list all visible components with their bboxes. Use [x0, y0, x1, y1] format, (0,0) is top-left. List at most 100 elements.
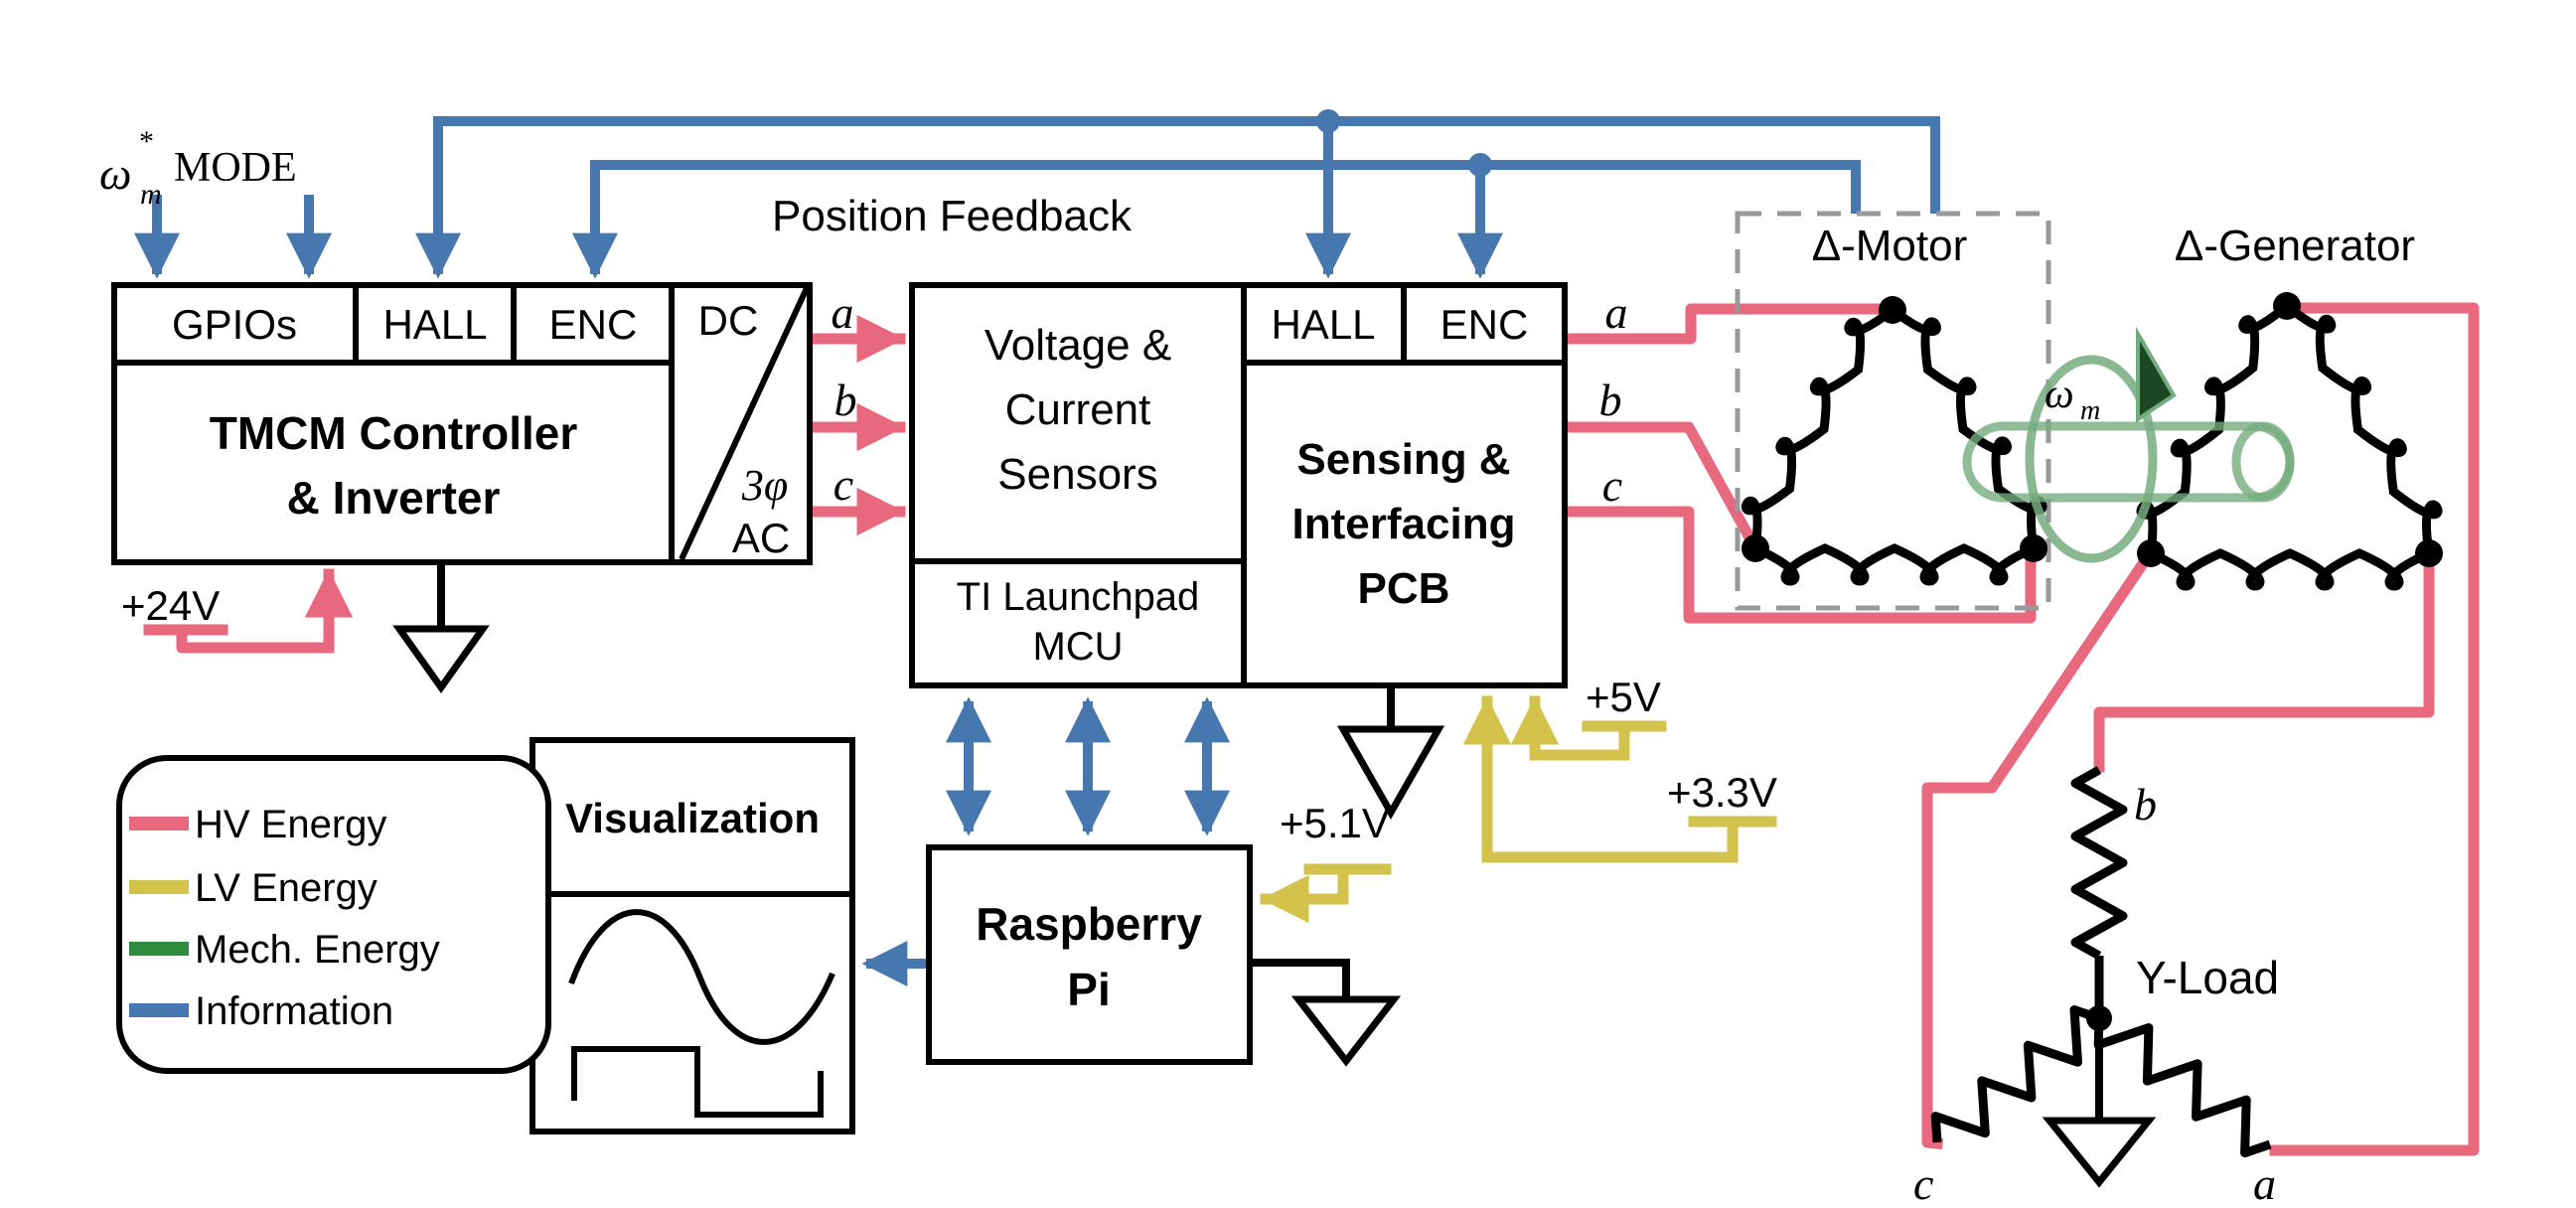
supply-3v3 [1487, 701, 1777, 863]
speed-ref-sub: m [140, 178, 162, 211]
gen-b-wire [2093, 552, 2435, 773]
viz-title: Visualization [565, 795, 820, 841]
viz-waveforms [568, 909, 835, 1118]
legend: HV Energy LV Energy Mech. Energy Informa… [116, 755, 551, 1074]
yload-term-a: a [2253, 1158, 2276, 1208]
viz-block [530, 737, 855, 1134]
gen-coil-bottom [2146, 548, 2434, 591]
delta-motor-coils [1741, 305, 2047, 586]
feedback-line-enc [572, 160, 1861, 279]
speed-ref-label: ω [99, 148, 131, 199]
feedback-line-hall [415, 116, 1940, 279]
phase-b-to-motor [1559, 421, 1763, 556]
legend-label-mech: Mech. Energy [195, 928, 440, 972]
pcb-ground-triangle [1336, 725, 1445, 821]
shaft-omega-sub: m [2080, 395, 2100, 426]
phase-b-right-label: b [1599, 375, 1622, 425]
conv-dc-label: DC [698, 297, 759, 344]
pcb-line-1: Sensing & [1296, 435, 1510, 484]
pcb-line-2: Interfacing [1292, 500, 1516, 548]
machine-terminal-dots [1742, 292, 2443, 567]
tmcm-title-1: TMCM Controller [210, 407, 578, 459]
middle-block [909, 282, 1568, 688]
mode-label: MODE [174, 145, 297, 191]
motor-enclosure-dashed-box [1735, 211, 2051, 611]
gen-c-wire [1921, 548, 2156, 1150]
motor-coil-left [1741, 305, 1897, 553]
tmcm-ground [392, 562, 490, 694]
tmcm-block [111, 282, 813, 565]
supply-5v1 [1266, 869, 1392, 899]
feedback-junction-dots [1316, 109, 1492, 177]
supply-3v3-label: +3.3V [1667, 769, 1777, 816]
supply-5v1-label: +5.1V [1280, 800, 1390, 846]
resistor-c [1930, 1005, 2101, 1143]
blocks [111, 282, 1568, 1134]
motor-coil-bottom [1750, 543, 2039, 586]
yload-ground-triangle [2042, 1117, 2157, 1188]
tmcm-port-enc: ENC [549, 301, 638, 348]
rpi-ground-triangle [1290, 995, 1402, 1067]
rotation-arrowhead [2136, 326, 2177, 423]
supply-24v-label: +24V [121, 582, 220, 629]
phase-a-right-label: a [1605, 287, 1628, 338]
junction-dot-enc [1468, 153, 1492, 177]
shaft-end-cap [2231, 421, 2295, 503]
pcb-port-enc: ENC [1440, 301, 1529, 348]
rpi-line-2: Pi [1067, 964, 1110, 1015]
tmcm-port-hall: HALL [382, 301, 487, 348]
rpi-line-1: Raspberry [976, 898, 1202, 950]
yload-label: Y-Load [2136, 952, 2279, 1003]
resistor-a [2093, 1017, 2272, 1158]
sensors-line-1: Voltage & [985, 321, 1171, 370]
legend-swatch-info [129, 1003, 189, 1017]
pcb-line-3: PCB [1358, 564, 1450, 613]
resistor-b [2070, 766, 2128, 960]
legend-label-lv: LV Energy [195, 866, 378, 910]
gen-a-wire [2269, 302, 2480, 1156]
rotation-ellipse [2025, 355, 2158, 563]
mcu-line-1: TI Launchpad [957, 575, 1200, 619]
generator-label: Δ-Generator [2175, 222, 2415, 270]
mcu-line-2: MCU [1032, 625, 1123, 669]
yload-neutral-dot [2086, 1005, 2112, 1031]
dcac-slash [679, 286, 810, 561]
conv-3ph-label: 3φ [741, 461, 788, 510]
gen-coil-right [2282, 301, 2443, 558]
tmcm-title-2: & Inverter [287, 472, 501, 524]
position-feedback-label: Position Feedback [772, 192, 1133, 240]
tmcm-ground-triangle [392, 625, 490, 694]
rpi-ground [1250, 959, 1402, 1067]
yload-term-c: c [1913, 1158, 1933, 1208]
conv-ac-label: AC [732, 515, 790, 561]
square-wave [571, 1046, 824, 1118]
sine-wave [568, 909, 835, 1045]
rpi-block [926, 844, 1253, 1065]
phase-b-left-label: b [834, 375, 857, 425]
motor-label: Δ-Motor [1812, 222, 1968, 270]
pcb-port-hall: HALL [1271, 301, 1375, 348]
supply-24v [143, 574, 329, 654]
speed-ref-sup: * [139, 125, 154, 158]
legend-label-hv: HV Energy [195, 803, 386, 846]
phase-a-left-label: a [832, 287, 854, 338]
grounds [392, 562, 2157, 1188]
tmcm-port-gpios: GPIOs [172, 301, 297, 348]
shaft-omega: ω [2045, 372, 2074, 417]
shaft-group [1962, 326, 2295, 563]
junction-dot-hall [1316, 109, 1340, 133]
legend-swatch-lv [129, 880, 189, 894]
yload-term-b: b [2134, 779, 2157, 830]
phase-c-left-label: c [833, 459, 853, 510]
sensors-line-3: Sensors [997, 450, 1157, 499]
phase-c-right-label: c [1602, 460, 1622, 511]
legend-swatch-mech [129, 942, 189, 956]
hv-wiring [143, 302, 2480, 1156]
phase-c-to-motor [1559, 506, 2037, 624]
y-load [1930, 766, 2272, 1158]
legend-swatch-hv [129, 817, 189, 830]
sensors-line-2: Current [1005, 385, 1151, 434]
legend-box [116, 755, 551, 1074]
